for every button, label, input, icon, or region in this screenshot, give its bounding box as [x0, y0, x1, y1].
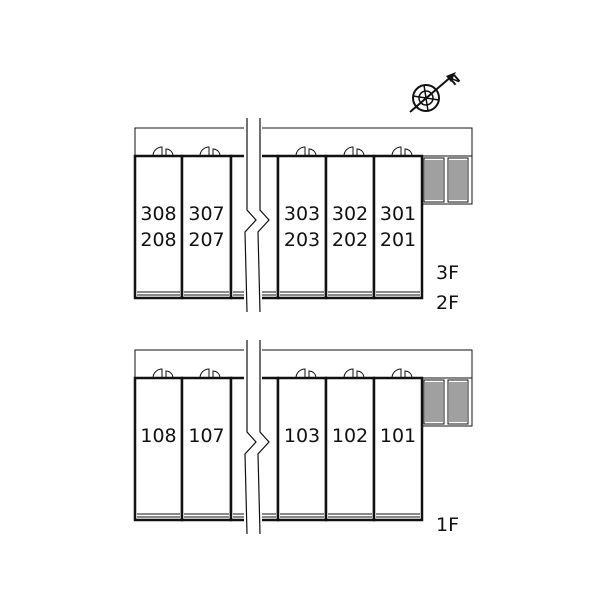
door-swing-icon [199, 368, 210, 379]
unit-number-upper: 302 [332, 203, 368, 225]
door-swing-icon [295, 146, 306, 157]
unit-number-upper: 307 [188, 203, 224, 225]
compass-inner-ring [418, 90, 434, 106]
compass: N [409, 72, 463, 113]
door-swing-icon-2 [356, 370, 365, 379]
unit-number-lower: 207 [188, 229, 224, 251]
door-swing-icon [391, 146, 402, 157]
corridor-outline [134, 127, 473, 157]
stair-landing-outline [421, 377, 473, 427]
unit-outline [276, 376, 328, 522]
unit-number-upper: 303 [284, 203, 320, 225]
door-swing-icon-2 [308, 148, 317, 157]
break-line [244, 340, 270, 535]
unit-outline [276, 154, 328, 300]
compass-arrowhead [446, 72, 456, 82]
unit-number-lower: 201 [380, 229, 416, 251]
stair-flight [423, 379, 445, 425]
unit-number-upper: 101 [380, 425, 416, 447]
break-gap [244, 340, 262, 534]
unit-number-upper: 107 [188, 425, 224, 447]
stair-landing-outline [421, 155, 473, 205]
unit-number-upper: 308 [140, 203, 176, 225]
floor-label: 2F [436, 292, 459, 314]
unit-number-lower: 208 [140, 229, 176, 251]
unit-outline [133, 154, 184, 300]
door-swing-icon [343, 368, 354, 379]
door-swing-icon [295, 368, 306, 379]
door-swing-icon [152, 146, 163, 157]
break-line-right [257, 118, 270, 313]
door-swing-icon-2 [356, 148, 365, 157]
door-swing-icon-2 [165, 148, 174, 157]
stair-flight [423, 157, 445, 203]
unit-outline [180, 154, 233, 300]
corridor-outline [134, 349, 473, 379]
unit-cell: 107 [180, 368, 233, 522]
door-swing-icon-2 [308, 370, 317, 379]
break-gap [244, 118, 262, 312]
door-swing-icon-2 [212, 370, 221, 379]
compass-needle [409, 75, 453, 113]
lower-floor-block: 108 107 103 102 101 1F [133, 340, 473, 536]
door-swing-icon [152, 368, 163, 379]
unit-number-upper: 301 [380, 203, 416, 225]
door-swing-icon [391, 368, 402, 379]
unit-cell: 103 [276, 368, 328, 522]
unit-number-upper: 103 [284, 425, 320, 447]
unit-outline [372, 376, 424, 522]
compass-cross-line-2 [423, 84, 429, 112]
unit-number-lower: 202 [332, 229, 368, 251]
door-swing-icon-2 [404, 370, 413, 379]
floor-label: 3F [436, 262, 459, 284]
unit-outline [324, 376, 376, 522]
unit-outline [372, 154, 424, 300]
unit-cell: 101 [372, 368, 424, 522]
break-line-left [244, 118, 257, 313]
door-swing-icon [343, 146, 354, 157]
unit-outline [133, 376, 184, 522]
staircase-icon [423, 379, 469, 425]
unit-cell: 102 [324, 368, 376, 522]
door-swing-icon-2 [404, 148, 413, 157]
unit-number-upper: 102 [332, 425, 368, 447]
door-swing-icon [199, 146, 210, 157]
break-line-left [244, 340, 257, 535]
compass-ring [412, 84, 440, 112]
door-swing-icon-2 [165, 370, 174, 379]
break-line [244, 118, 270, 313]
unit-number-upper: 108 [140, 425, 176, 447]
unit-cell: 108 [133, 368, 184, 522]
stair-flight [447, 379, 469, 425]
unit-outline [180, 376, 233, 522]
unit-number-lower: 203 [284, 229, 320, 251]
door-swing-icon-2 [212, 148, 221, 157]
break-line-right [257, 340, 270, 535]
unit-outline [324, 154, 376, 300]
staircase-icon [423, 157, 469, 203]
floor-label: 1F [436, 514, 459, 536]
stair-flight [447, 157, 469, 203]
